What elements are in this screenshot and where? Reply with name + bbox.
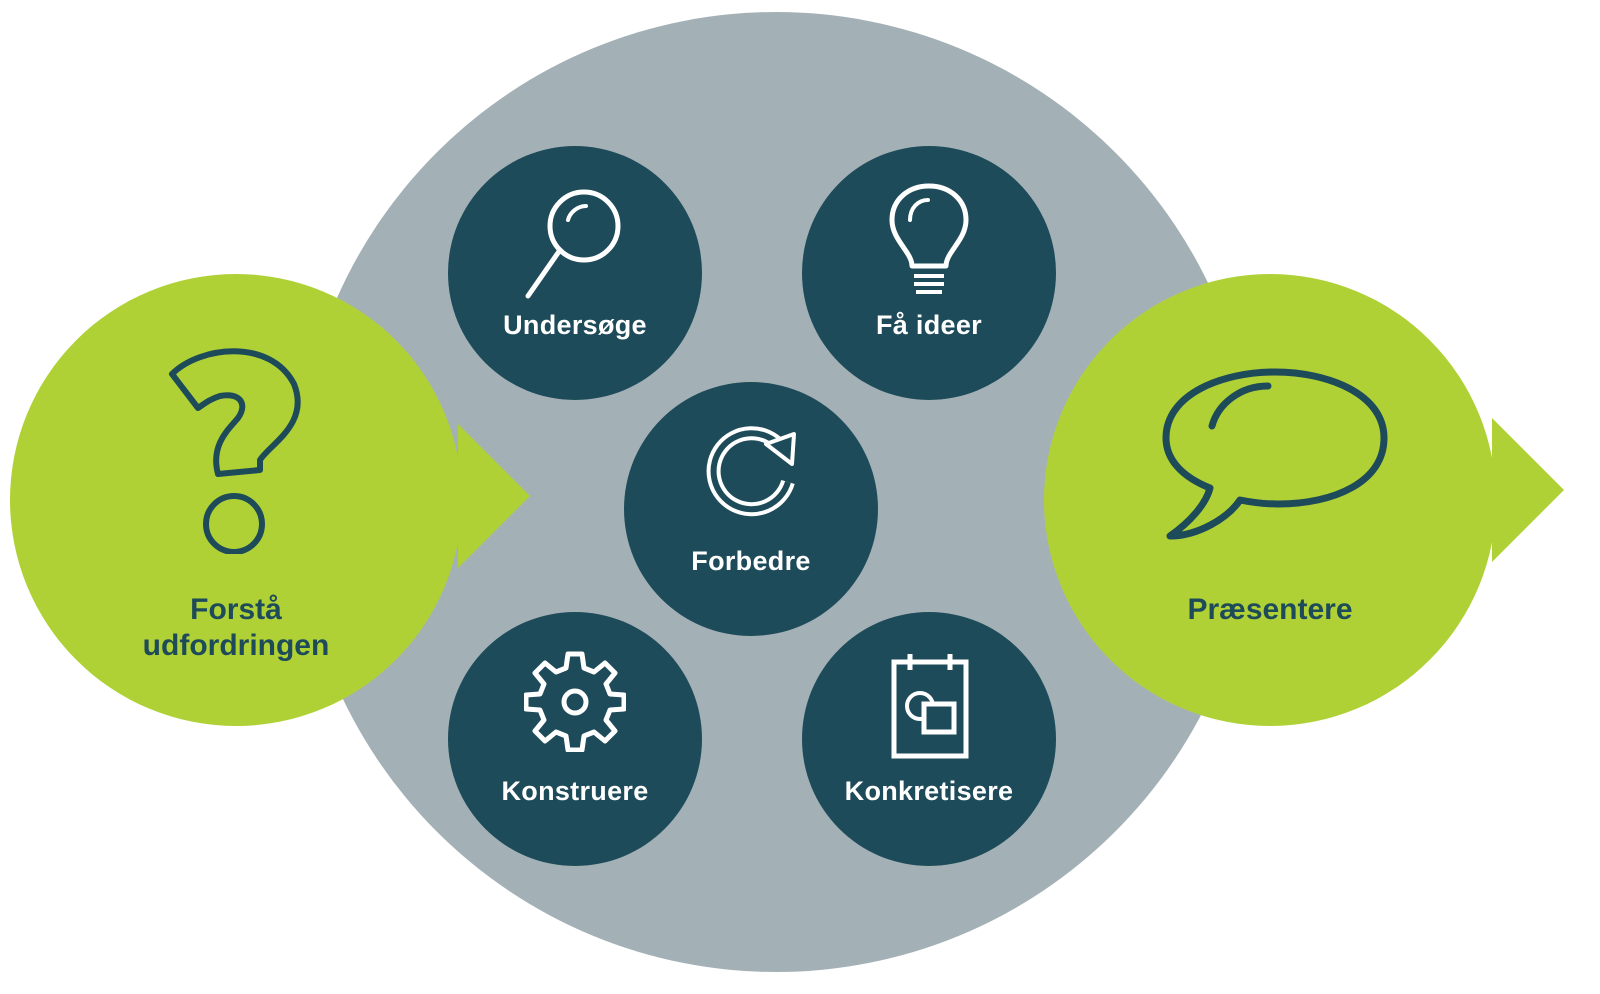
gear-icon xyxy=(524,651,626,752)
phase-label: Konstruere xyxy=(501,776,649,806)
arrow-right-icon xyxy=(1492,418,1564,562)
speech-bubble-icon xyxy=(1162,368,1388,540)
end-label: Præsentere xyxy=(1187,593,1353,626)
start-node: Forstå udfordringen xyxy=(10,274,462,726)
arrow-right-icon xyxy=(458,424,530,568)
refresh-icon xyxy=(706,426,796,517)
magnifier-icon xyxy=(525,189,621,299)
start-label-line1: Forstå xyxy=(190,593,282,626)
phase-label: Få ideer xyxy=(876,310,982,340)
notepad-icon xyxy=(891,654,969,759)
phase-konkretisere: Konkretisere xyxy=(802,612,1056,866)
phase-label: Undersøge xyxy=(503,310,647,340)
end-node: Præsentere xyxy=(1044,274,1496,726)
lightbulb-icon xyxy=(889,183,969,294)
phase-konstruere: Konstruere xyxy=(448,612,702,866)
phase-undersoge: Undersøge xyxy=(448,146,702,400)
phase-label: Forbedre xyxy=(691,546,811,576)
phase-forbedre: Forbedre xyxy=(624,382,878,636)
start-label-line2: udfordringen xyxy=(142,629,330,662)
question-mark-icon xyxy=(169,348,301,554)
phase-label: Konkretisere xyxy=(844,776,1014,806)
phase-fa-ideer: Få ideer xyxy=(802,146,1056,400)
